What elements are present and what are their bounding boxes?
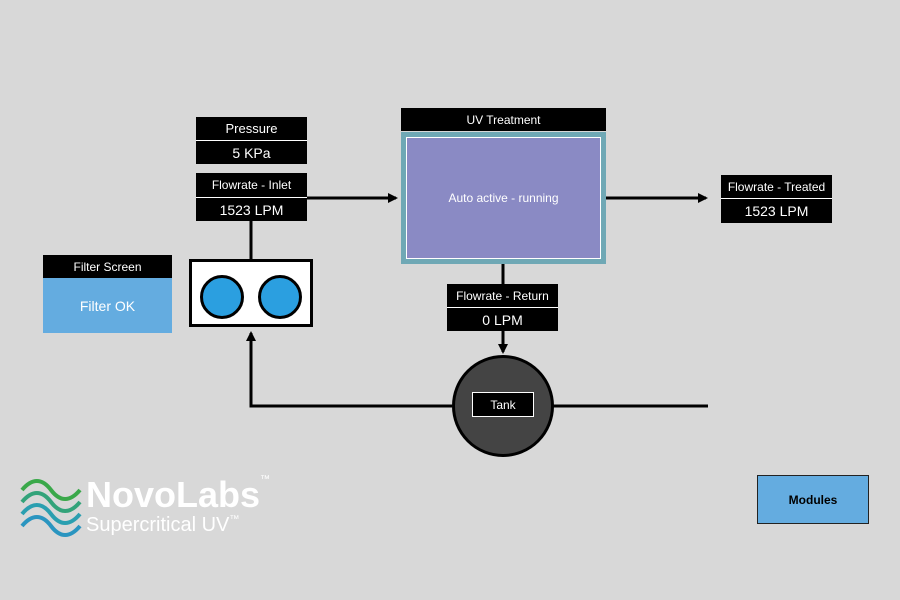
filter-screen-label: Filter Screen xyxy=(43,255,172,278)
pump-impeller-right-icon xyxy=(258,275,302,319)
uv-treatment-label: UV Treatment xyxy=(401,108,606,131)
flowrate-inlet-label: Flowrate - Inlet xyxy=(196,173,307,197)
wave-logo-icon xyxy=(20,479,82,537)
uv-treatment-panel[interactable]: Auto active - running xyxy=(401,132,606,264)
flowrate-treated-label: Flowrate - Treated xyxy=(721,175,832,198)
flowrate-return-value: 0 LPM xyxy=(447,307,558,331)
flowrate-return-label: Flowrate - Return xyxy=(447,284,558,307)
pressure-label: Pressure xyxy=(196,117,307,140)
logo-subtitle-trademark: ™ xyxy=(229,514,240,525)
pump-impeller-left-icon xyxy=(200,275,244,319)
flowrate-treated-value: 1523 LPM xyxy=(721,198,832,223)
logo-trademark: ™ xyxy=(260,474,271,485)
logo-subtitle: Supercritical UV xyxy=(86,514,230,536)
tank-label: Tank xyxy=(472,392,534,417)
flowrate-inlet-value: 1523 LPM xyxy=(196,197,307,221)
pump[interactable] xyxy=(189,259,313,327)
logo-name: NovoLabs xyxy=(86,474,261,515)
pressure-value: 5 KPa xyxy=(196,140,307,164)
pipe-tank-to-pump xyxy=(246,331,452,408)
novolabs-logo: NovoLabs™ Supercritical UV™ xyxy=(20,474,270,544)
modules-button[interactable]: Modules xyxy=(757,475,869,524)
uv-status: Auto active - running xyxy=(406,137,601,259)
filter-screen-status[interactable]: Filter OK xyxy=(43,278,172,333)
